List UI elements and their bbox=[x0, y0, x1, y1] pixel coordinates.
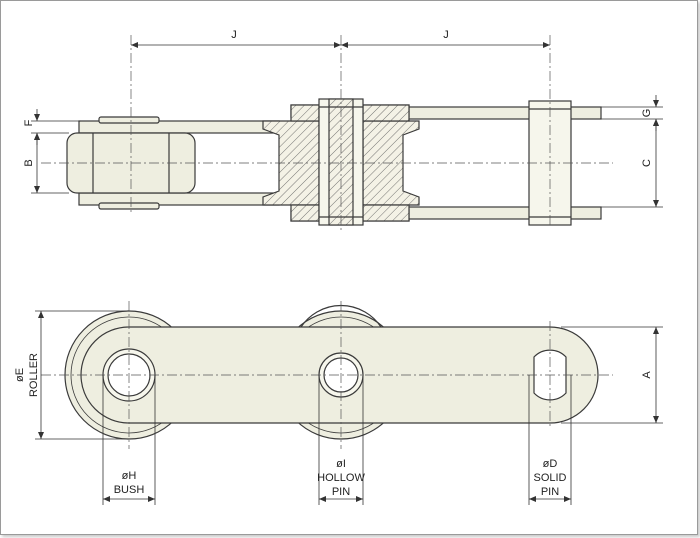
roller-symbol-label: øE bbox=[14, 368, 26, 382]
dim-b-label: B bbox=[23, 159, 35, 166]
right-dimensions bbox=[601, 95, 663, 208]
side-view bbox=[64, 305, 599, 440]
hollow-word1-label: HOLLOW bbox=[317, 472, 365, 484]
bush-symbol-label: øH bbox=[122, 470, 137, 482]
height-dimension bbox=[561, 326, 663, 424]
bush-word-label: BUSH bbox=[114, 484, 145, 496]
hollow-word2-label: PIN bbox=[332, 486, 350, 498]
left-dimensions bbox=[31, 109, 81, 194]
dim-a-label: A bbox=[641, 371, 653, 379]
top-centerlines bbox=[41, 35, 613, 233]
hollow-symbol-label: øI bbox=[336, 458, 346, 470]
bottom-dimensions bbox=[102, 375, 572, 505]
dim-g-label: G bbox=[641, 109, 653, 118]
side-centerlines bbox=[41, 301, 613, 449]
solid-symbol-label: øD bbox=[543, 458, 558, 470]
solid-word1-label: SOLID bbox=[533, 472, 566, 484]
pitch-label-left: J bbox=[231, 29, 237, 41]
pitch-label-right: J bbox=[443, 29, 449, 41]
roller-word-label: ROLLER bbox=[28, 353, 40, 397]
dim-f-label: F bbox=[23, 119, 35, 126]
solid-word2-label: PIN bbox=[541, 486, 559, 498]
roller-dimension bbox=[35, 310, 129, 440]
dim-c-label: C bbox=[641, 159, 653, 167]
top-view bbox=[66, 98, 602, 226]
